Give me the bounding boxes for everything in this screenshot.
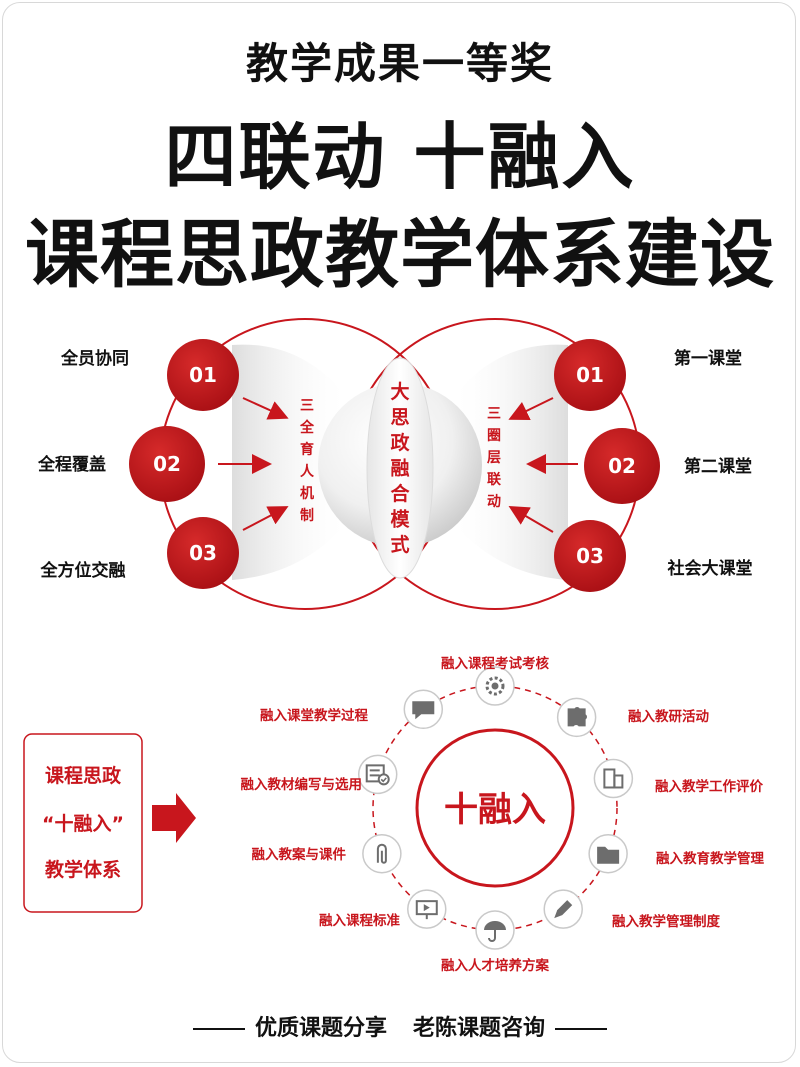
footer-left-text: 优质课题分享 <box>254 1016 387 1041</box>
presentation-icon <box>415 900 438 920</box>
folder-icon <box>597 846 620 864</box>
main-title: 四联动 十融入 <box>164 115 636 199</box>
vertical-char: 圈 <box>487 428 501 444</box>
right-ball-02: 02 <box>584 428 660 504</box>
right-ball-01: 01 <box>554 339 626 411</box>
venn-diagram: 01 02 03 01 02 03 全员协同 <box>37 318 753 610</box>
vertical-char: 模 <box>390 508 410 531</box>
ring-node: 融入教育教学管理 <box>588 833 764 874</box>
vertical-char: 制 <box>300 507 314 524</box>
footer-right-text: 老陈课题咨询 <box>413 1016 546 1041</box>
building-icon <box>603 768 624 789</box>
vertical-char: 合 <box>390 482 410 505</box>
left-ball-num: 03 <box>189 541 217 565</box>
ring-node-label: 融入课堂教学过程 <box>260 707 368 724</box>
left-item-label: 全员协同 <box>60 348 129 369</box>
puzzle-icon <box>567 706 587 727</box>
box-line-3: 教学体系 <box>45 858 121 881</box>
arrow-right-1 <box>508 397 554 420</box>
footer-right-dash <box>555 1028 608 1030</box>
vertical-char: 人 <box>300 463 315 480</box>
ring-node-label: 融入人才培养方案 <box>441 957 549 974</box>
vertical-char: 融 <box>390 458 409 480</box>
left-ball-num: 01 <box>189 363 217 387</box>
vertical-char: 动 <box>487 493 501 510</box>
left-ball-01: 01 <box>167 339 239 411</box>
ring-node: 融入人才培养方案 <box>441 910 549 974</box>
vertical-char: 三 <box>487 406 501 422</box>
footer: 优质课题分享 老陈课题咨询 <box>0 1010 800 1042</box>
right-item-label: 第二课堂 <box>684 456 752 477</box>
vertical-char: 层 <box>487 450 501 466</box>
vertical-char: 育 <box>300 441 314 458</box>
ring-node-label: 融入课程标准 <box>319 912 400 929</box>
box-line-2: “十融入” <box>42 812 124 835</box>
ring-diagram: 课程思政 “十融入” 教学体系 十融入 融入课程考试考核融入教研活动融入教学工作… <box>23 655 765 974</box>
pencil-icon <box>554 900 573 919</box>
ten-integrations-box <box>23 733 143 913</box>
ring-node-label: 融入课程考试考核 <box>441 655 549 672</box>
ring-node-label: 融入教育教学管理 <box>656 850 764 867</box>
vertical-char: 三 <box>300 398 314 414</box>
ring-node-label: 融入教学管理制度 <box>612 913 720 930</box>
checklist-icon <box>365 764 390 786</box>
ring-node-label: 融入教研活动 <box>628 708 709 725</box>
box-line-1: 课程思政 <box>45 764 122 787</box>
ring-node: 融入教研活动 <box>556 697 709 738</box>
right-ball-num: 03 <box>576 544 604 568</box>
left-item-label: 全方位交融 <box>40 560 126 581</box>
ring-nodes: 融入课程考试考核融入教研活动融入教学工作评价融入教育教学管理融入教学管理制度融入… <box>241 655 765 974</box>
award-title: 教学成果一等奖 <box>245 39 554 88</box>
chat-icon <box>412 701 435 720</box>
right-item-label: 社会大课堂 <box>667 558 753 579</box>
vertical-char: 大 <box>390 380 409 403</box>
umbrella-icon <box>484 921 506 942</box>
ring-node: 融入课程考试考核 <box>441 655 549 706</box>
ring-node-label: 融入教材编写与选用 <box>241 776 363 793</box>
vertical-char: 机 <box>300 485 314 502</box>
vertical-char: 思 <box>390 407 409 429</box>
big-arrow-icon <box>152 793 196 843</box>
left-item-label: 全程覆盖 <box>37 454 106 475</box>
left-ball-03: 03 <box>167 517 239 589</box>
vertical-char: 联 <box>487 472 502 488</box>
ring-node: 融入教学工作评价 <box>593 758 763 799</box>
ring-node: 融入教学管理制度 <box>543 889 720 930</box>
vertical-char: 式 <box>390 533 409 556</box>
right-ball-num: 01 <box>576 363 604 387</box>
inner-ring <box>415 728 575 888</box>
paperclip-icon <box>376 843 387 864</box>
ring-node-label: 融入教案与课件 <box>252 846 347 863</box>
ring-node: 融入教案与课件 <box>252 833 402 874</box>
arrow-left-3 <box>242 506 289 531</box>
vertical-char: 全 <box>299 419 315 436</box>
footer-left-dash <box>192 1028 245 1030</box>
gear-icon <box>485 676 505 696</box>
arrow-right-3 <box>508 505 554 533</box>
ring-center-label: 十融入 <box>444 790 546 830</box>
center-lens <box>366 357 434 579</box>
ring-node: 融入教材编写与选用 <box>241 754 398 795</box>
left-ball-02: 02 <box>129 426 205 502</box>
ring-node: 融入课堂教学过程 <box>260 689 444 730</box>
right-item-label: 第一课堂 <box>674 348 742 369</box>
right-ball-num: 02 <box>608 454 636 478</box>
arrow-left-1 <box>242 397 289 420</box>
left-ball-num: 02 <box>153 452 181 476</box>
ring-node-label: 融入教学工作评价 <box>655 778 763 795</box>
ring-node: 融入课程标准 <box>319 889 447 929</box>
vertical-char: 政 <box>390 431 410 454</box>
right-ball-03: 03 <box>554 520 626 592</box>
sub-title: 课程思政教学体系建设 <box>25 212 775 298</box>
